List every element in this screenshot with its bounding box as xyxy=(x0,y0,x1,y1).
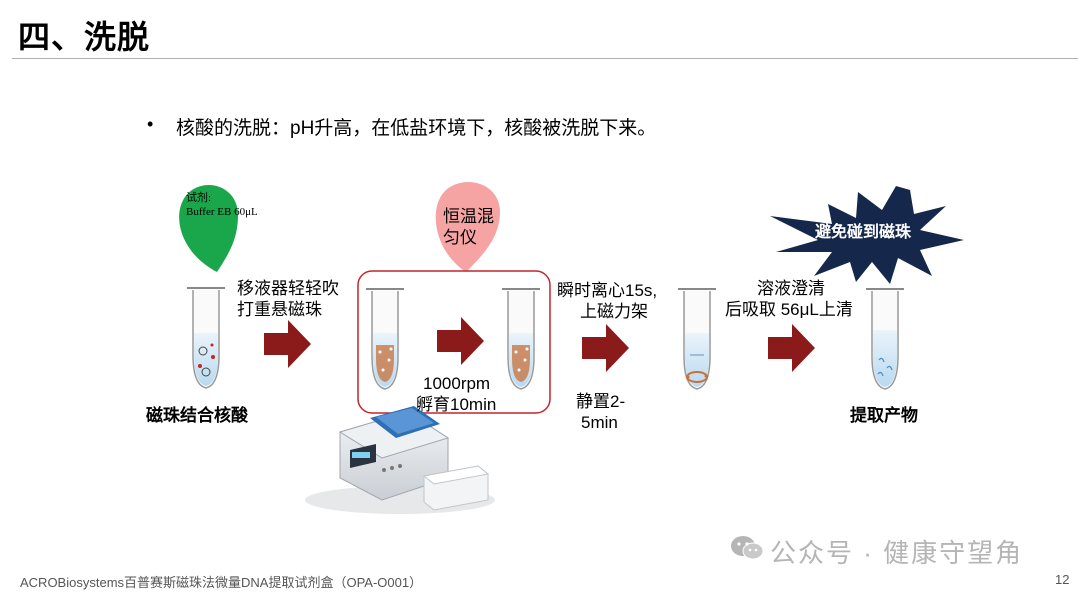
step3-label-line2: 上磁力架 xyxy=(580,302,648,321)
incubation-box xyxy=(357,270,551,414)
incubation-line2: 孵育10min xyxy=(416,395,497,414)
reagent-label: 试剂: xyxy=(186,192,212,204)
footer-text: ACROBiosystems百普赛斯磁珠法微量DNA提取试剂盒（OPA-O001… xyxy=(20,575,423,590)
final-caption: 提取产物 xyxy=(850,406,918,425)
warning-starburst xyxy=(770,186,964,284)
incubation-line1: 1000rpm xyxy=(423,374,491,393)
step4-label-line1: 溶液澄清 xyxy=(757,279,825,298)
device-label-line2: 匀仪 xyxy=(443,228,477,247)
tube1-caption: 磁珠结合核酸 xyxy=(146,406,248,425)
thermo-shaker-device-icon xyxy=(305,406,495,514)
step3-label-line1: 瞬时离心15s, xyxy=(557,281,658,300)
arrow-1-icon xyxy=(264,320,311,368)
tube-1-icon xyxy=(187,287,225,389)
step1-label-line2: 打重悬磁珠 xyxy=(237,300,322,319)
step4-label-line2: 后吸取 56μL上清 xyxy=(725,300,853,319)
step3-below-line1: 静置2- xyxy=(576,392,626,411)
tube-2-icon xyxy=(366,288,404,390)
page-number: 12 xyxy=(1055,572,1070,587)
reagent-value: Buffer EB 60μL xyxy=(186,206,258,218)
step1-label-line1: 移液器轻轻吹 xyxy=(237,279,339,298)
arrow-3-icon xyxy=(582,324,629,372)
device-drop-shape xyxy=(435,181,500,272)
title-divider xyxy=(12,58,1078,59)
device-label-line1: 恒温混 xyxy=(443,207,494,226)
tube-4-icon xyxy=(678,288,716,390)
tube-5-icon xyxy=(866,288,904,390)
bullet-text: 核酸的洗脱：pH升高，在低盐环境下，核酸被洗脱下来。 xyxy=(176,118,657,139)
bullet-marker: • xyxy=(147,114,154,134)
warning-text: 避免碰到磁珠 xyxy=(815,224,912,241)
watermark: 公众号 · 健康守望角 xyxy=(730,533,1023,570)
page-title: 四、洗脱 xyxy=(18,19,151,55)
arrow-4-icon xyxy=(768,324,815,372)
reagent-drop-shape xyxy=(179,184,238,272)
watermark-text: 公众号 · 健康守望角 xyxy=(770,538,1024,568)
step3-below-line2: 5min xyxy=(581,413,618,432)
wechat-icon xyxy=(730,534,764,569)
tube-3-icon xyxy=(502,288,540,390)
arrow-2-icon xyxy=(437,317,484,365)
